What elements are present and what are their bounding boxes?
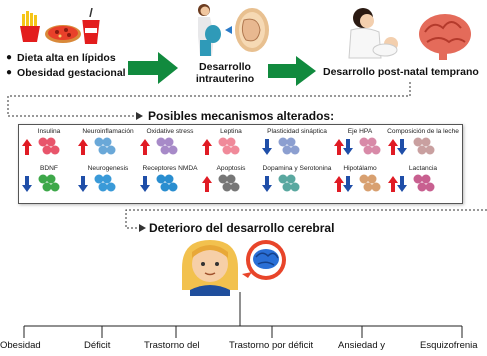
mechanism-label: Leptina bbox=[220, 128, 242, 135]
mechanism-pictogram-icon bbox=[359, 174, 381, 192]
pregnancy-illustration bbox=[192, 2, 272, 63]
mechanism-item: Insulina bbox=[21, 128, 77, 162]
mechanism-icon bbox=[22, 137, 60, 155]
mechanism-label: Neurogenesis bbox=[87, 165, 129, 172]
mechanism-icon bbox=[202, 137, 240, 155]
mechanism-icon bbox=[22, 174, 60, 192]
effect-anxiety: Ansiedad y bbox=[338, 340, 386, 351]
mechanism-label: Composición de la leche bbox=[387, 128, 459, 135]
mechanism-label: Receptores NMDA bbox=[142, 165, 198, 172]
mechanism-pictogram-icon bbox=[359, 137, 381, 155]
mechanism-icon bbox=[262, 137, 300, 155]
soda-cup-icon bbox=[82, 7, 100, 44]
mechanism-pictogram-icon bbox=[94, 174, 116, 192]
mechanism-item: BDNF bbox=[21, 165, 77, 199]
mechanism-label: Hipotálamo bbox=[343, 165, 377, 172]
mechanism-pictogram-icon bbox=[218, 137, 240, 155]
junk-food-illustration bbox=[18, 7, 104, 53]
green-arrow-1-icon bbox=[128, 52, 178, 89]
pregnant-woman-icon bbox=[198, 4, 221, 56]
mechanism-icon bbox=[140, 174, 178, 192]
mechanisms-panel: Insulina Neuroinflamación Oxidative stress… bbox=[18, 124, 463, 204]
stage-intrauterine-line2: intrauterino bbox=[195, 73, 255, 85]
mechanism-label: Apoptosis bbox=[216, 165, 246, 172]
mechanism-item: Neuroinflamación bbox=[77, 128, 139, 162]
stage-intrauterine-label: Desarrollo intrauterino bbox=[185, 61, 265, 85]
effect-disorder: Trastorno del bbox=[144, 340, 200, 351]
child-brain-illustration bbox=[170, 238, 320, 301]
mechanism-label: Insulina bbox=[37, 128, 61, 135]
pizza-icon bbox=[45, 25, 81, 43]
mechanism-icon bbox=[78, 137, 116, 155]
mechanism-item: Apoptosis bbox=[201, 165, 261, 199]
child-icon bbox=[182, 240, 238, 296]
mechanism-icon bbox=[388, 137, 435, 155]
mechanism-label: Lactancia bbox=[408, 165, 438, 172]
mechanism-pictogram-icon bbox=[413, 174, 435, 192]
stage-postnatal-label: Desarrollo post-natal temprano bbox=[323, 66, 479, 78]
effect-deficit: Déficit bbox=[84, 340, 111, 351]
mechanism-item: Composición de la leche bbox=[387, 128, 459, 162]
mechanism-pictogram-icon bbox=[156, 137, 178, 155]
risk-factor-diet: Dieta alta en lípidos bbox=[17, 52, 116, 64]
bullet-icon: ● bbox=[6, 67, 13, 78]
outcome-title: Deterioro del desarrollo cerebral bbox=[149, 221, 335, 235]
green-arrow-2-icon bbox=[268, 56, 316, 91]
postnatal-illustration bbox=[345, 4, 475, 69]
mechanism-pictogram-icon bbox=[38, 137, 60, 155]
mechanism-item: Neurogenesis bbox=[77, 165, 139, 199]
risk-factor-obesity: Obesidad gestacional bbox=[17, 67, 126, 79]
mechanism-item: Hipotálamo bbox=[333, 165, 387, 199]
mechanism-label: Plasticidad sináptica bbox=[267, 128, 327, 135]
effect-obesity: Obesidad bbox=[0, 340, 41, 351]
fries-icon bbox=[20, 11, 40, 42]
mechanism-pictogram-icon bbox=[278, 137, 300, 155]
risk-factors-list: ● Dieta alta en lípidos ● Obesidad gesta… bbox=[6, 52, 176, 82]
mechanism-pictogram-icon bbox=[413, 137, 435, 155]
stage-intrauterine-line1: Desarrollo bbox=[199, 61, 251, 73]
mechanism-icon bbox=[334, 137, 381, 155]
mechanism-item: Receptores NMDA bbox=[139, 165, 201, 199]
bullet-icon: ● bbox=[6, 52, 13, 63]
mechanisms-title: Posibles mecanismos alterados: bbox=[148, 109, 335, 123]
mechanism-pictogram-icon bbox=[94, 137, 116, 155]
mother-breastfeeding-icon bbox=[348, 8, 398, 59]
mechanism-icon bbox=[78, 174, 116, 192]
mechanism-item: Lactancia bbox=[387, 165, 459, 199]
mechanism-icon bbox=[202, 174, 240, 192]
mechanism-item: Oxidative stress bbox=[139, 128, 201, 162]
mechanism-item: Plasticidad sináptica bbox=[261, 128, 333, 162]
mechanism-label: Eje HPA bbox=[347, 128, 373, 135]
mechanism-icon bbox=[388, 174, 435, 192]
mechanism-pictogram-icon bbox=[218, 174, 240, 192]
mechanism-label: Oxidative stress bbox=[146, 128, 194, 135]
brain-icon bbox=[419, 14, 471, 60]
fetus-in-uterus-icon bbox=[235, 8, 269, 52]
mechanism-item: Dopamina y Serotonina bbox=[261, 165, 333, 199]
effect-attention-deficit: Trastorno por déficit bbox=[229, 340, 314, 351]
mechanism-item: Eje HPA bbox=[333, 128, 387, 162]
mechanism-icon bbox=[140, 137, 178, 155]
mechanism-label: BDNF bbox=[40, 165, 58, 172]
brain-icon bbox=[242, 240, 286, 280]
effect-schizophrenia: Esquizofrenia bbox=[420, 340, 478, 351]
mechanism-icon bbox=[262, 174, 300, 192]
mechanism-pictogram-icon bbox=[278, 174, 300, 192]
mechanism-label: Dopamina y Serotonina bbox=[262, 165, 332, 172]
mechanism-pictogram-icon bbox=[156, 174, 178, 192]
mechanism-icon bbox=[334, 174, 381, 192]
mechanism-pictogram-icon bbox=[38, 174, 60, 192]
mechanism-item: Leptina bbox=[201, 128, 261, 162]
mechanism-label: Neuroinflamación bbox=[82, 128, 134, 135]
